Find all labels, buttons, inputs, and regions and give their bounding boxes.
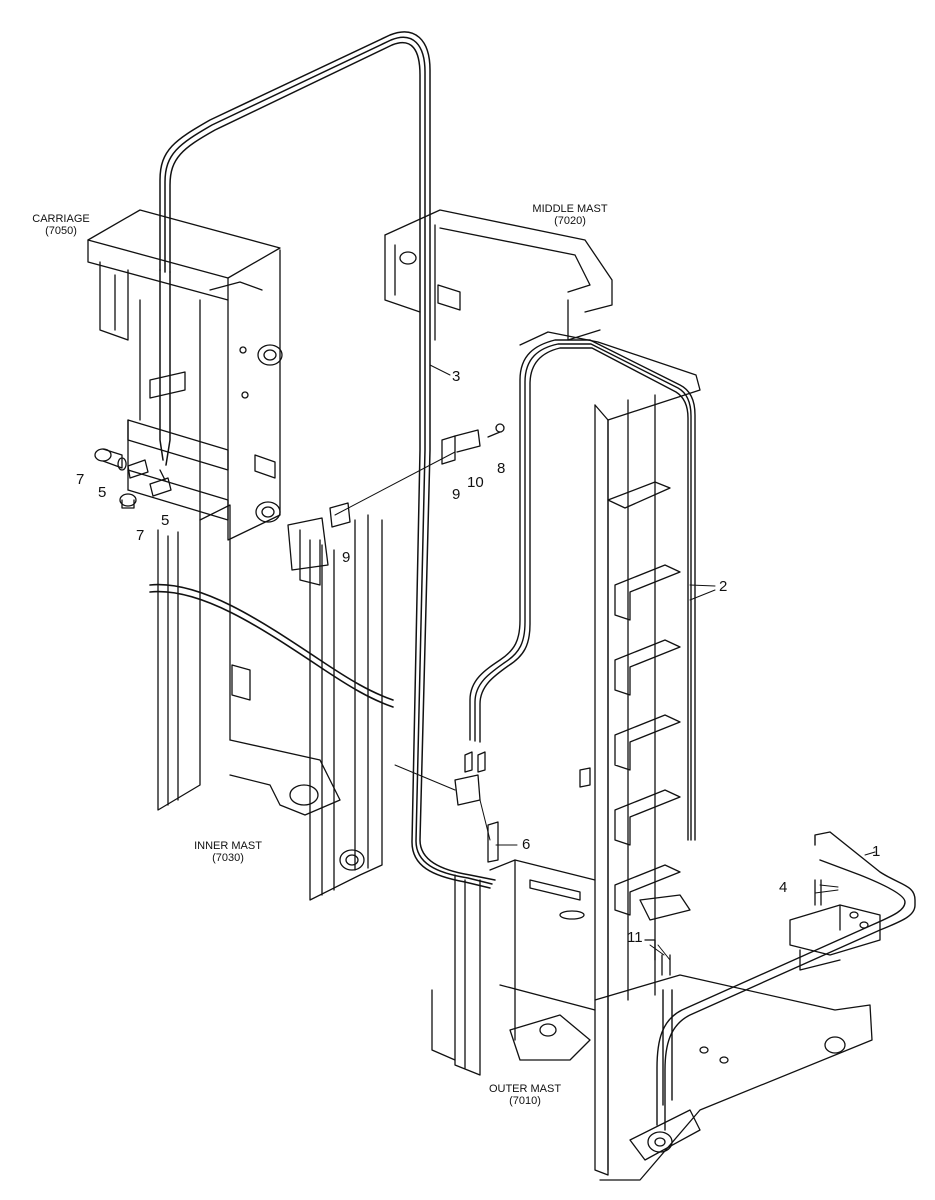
outer-mast-base [431,859,596,1076]
valve-block [639,879,881,976]
outer-mast-code: (7010) [509,1095,541,1107]
callout-6: 6 [522,836,531,853]
hose-2 [469,339,696,841]
callout-2: 2 [719,578,728,595]
callout-4: 4 [779,879,788,896]
callout-8: 8 [497,460,506,477]
callout-3: 3 [452,368,461,385]
carriage-name: CARRIAGE [32,213,90,225]
inner-mast-name: INNER MAST [194,840,262,852]
callout-5b: 5 [161,512,170,529]
inner-mast-label: INNER MAST (7030) [183,840,273,864]
long-hose [149,583,394,708]
callout-5a: 5 [98,484,107,501]
carriage [87,209,283,541]
callout-1: 1 [872,843,881,860]
outer-mast [519,331,873,1181]
hose-3 [159,31,496,889]
carriage-code: (7050) [45,225,77,237]
middle-mast-label: MIDDLE MAST (7020) [525,203,615,227]
callout-11: 11 [627,929,643,946]
carriage-fittings [94,448,172,509]
carriage-label: CARRIAGE (7050) [26,213,96,237]
outer-mast-label: OUTER MAST (7010) [480,1083,570,1107]
middle-mast-name: MIDDLE MAST [532,203,608,215]
middle-mast-code: (7020) [554,215,586,227]
callout-9a: 9 [452,486,461,503]
callout-9b: 9 [342,549,351,566]
callout-7b: 7 [136,527,145,544]
inner-mast [157,504,383,901]
middle-mast [384,209,613,341]
leader-lines [334,364,876,961]
callout-10: 10 [467,474,484,491]
inner-mast-code: (7030) [212,852,244,864]
hose-1 [656,831,916,1131]
outer-mast-name: OUTER MAST [488,1083,562,1095]
callout-7a: 7 [76,471,85,488]
